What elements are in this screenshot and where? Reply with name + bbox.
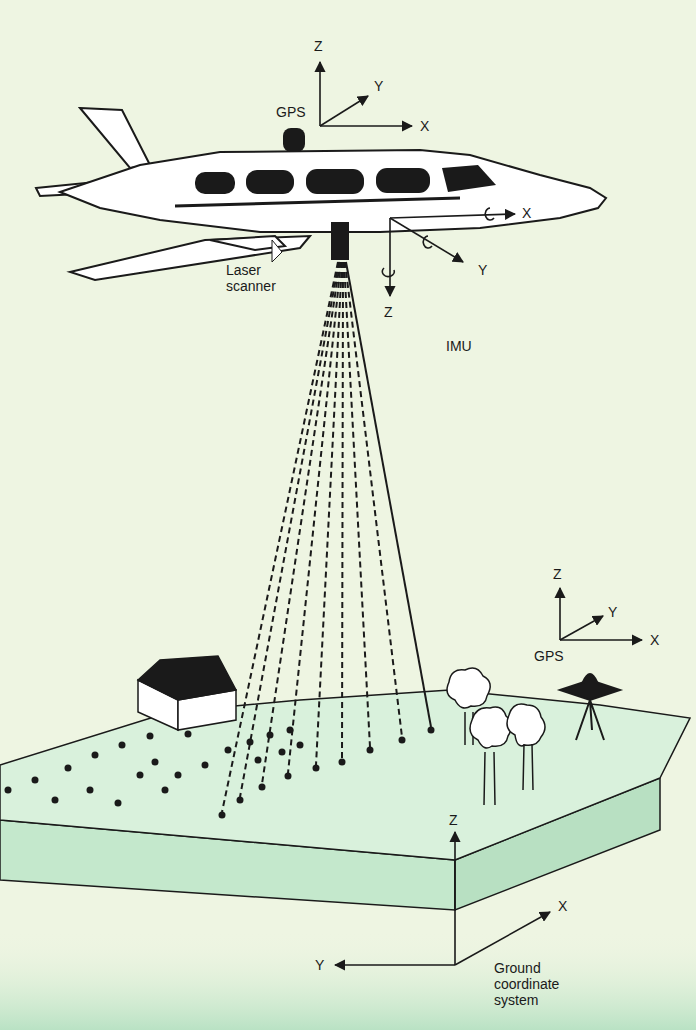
house (138, 656, 236, 730)
imu-axes (382, 208, 515, 296)
trees (447, 668, 545, 805)
caption-label: Ground coordinate system (494, 960, 590, 1008)
axis-label: Z (449, 812, 458, 828)
scanner-label: Laser scanner (226, 262, 296, 294)
imu-label: IMU (446, 338, 472, 354)
airplane (36, 108, 606, 280)
airplane-windows (195, 128, 496, 260)
axis-label: X (650, 632, 659, 648)
laser-beams (222, 262, 431, 812)
gps-station-axes (560, 588, 642, 640)
scanner-pointer (272, 240, 282, 262)
axis-label: Y (374, 78, 383, 94)
gps-base-station (560, 674, 620, 740)
axis-label: Z (384, 304, 393, 320)
ground-axes (335, 832, 550, 965)
gps-label: GPS (276, 104, 306, 120)
ground-block (0, 690, 690, 910)
ground-points (5, 727, 435, 819)
axis-label: X (522, 205, 531, 221)
axis-label: X (420, 118, 429, 134)
axis-label: Y (478, 262, 487, 278)
axis-label: Y (315, 957, 324, 973)
bottom-band (0, 930, 696, 1030)
axis-label: Z (553, 566, 562, 582)
gps-label: GPS (534, 648, 564, 664)
axis-label: Y (608, 604, 617, 620)
aircraft-axes (320, 62, 412, 126)
axis-label: X (558, 898, 567, 914)
axis-label: Z (314, 38, 323, 54)
